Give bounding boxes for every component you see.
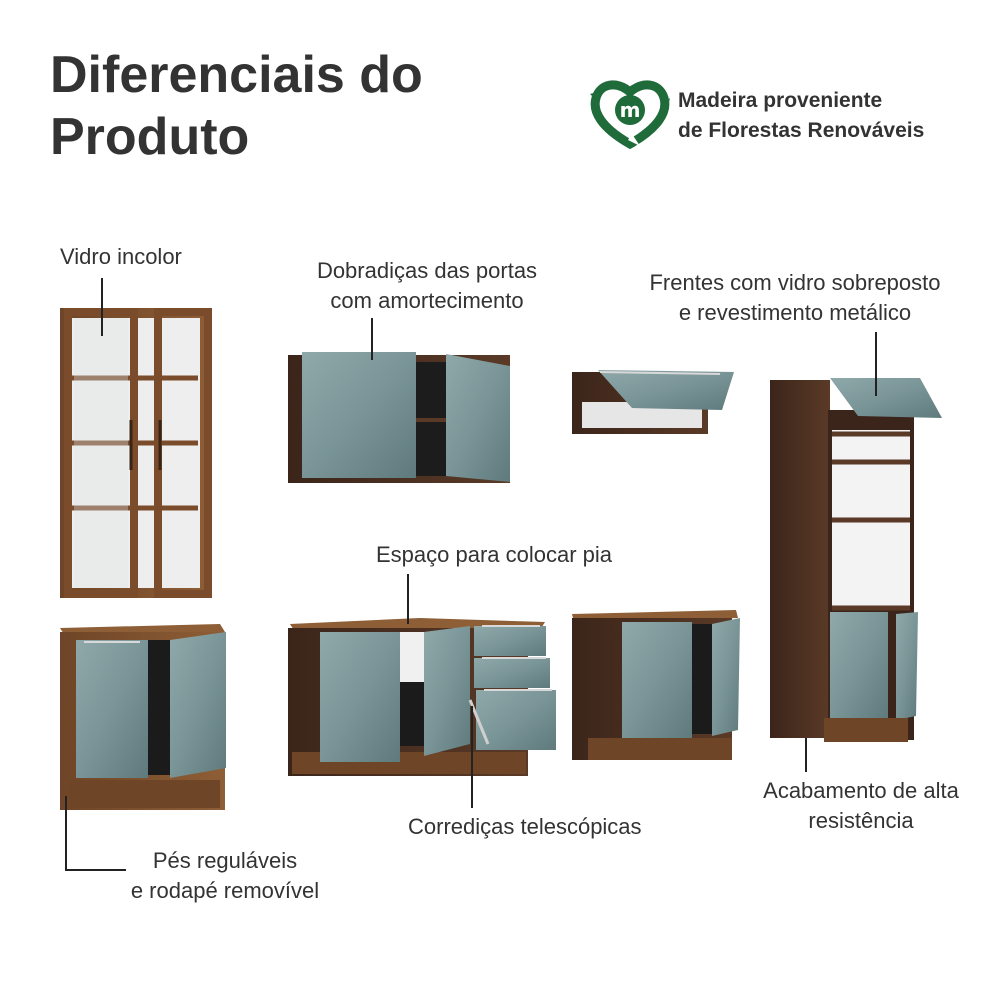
callout-sink-line-1: Espaço para colocar pia: [376, 542, 613, 567]
callout-hinges: Dobradiças das portas com amortecimento: [296, 256, 558, 316]
callout-fronts-line-2: e revestimento metálico: [678, 300, 912, 325]
sustainability-badge: m Madeira proveniente de Florestas Renov…: [588, 72, 968, 152]
callout-lines: [65, 278, 877, 871]
callout-hinges-line-1: Dobradiças das portas: [316, 258, 538, 283]
callout-fronts: Frentes com vidro sobreposto e revestime…: [640, 268, 950, 328]
callout-slides-line-1: Corrediças telescópicas: [408, 814, 642, 839]
badge-line-2: de Florestas Renováveis: [678, 119, 925, 142]
callout-feet: Pés reguláveis e rodapé removível: [112, 846, 338, 906]
page-title: Diferenciais do Produto: [50, 44, 423, 168]
base-cabinet-right: [572, 610, 740, 760]
callout-fronts-line-1: Frentes com vidro sobreposto: [649, 270, 941, 295]
base-cabinet-left: [60, 624, 226, 810]
callout-feet-line-2: e rodapé removível: [130, 878, 320, 903]
callout-glass: Vidro incolor: [60, 242, 182, 272]
sink-base-cabinet: [288, 618, 556, 776]
recycle-leaf-icon: m: [590, 80, 670, 150]
callout-finish-line-2: resistência: [808, 808, 914, 833]
tall-pantry-cabinet: [770, 378, 942, 742]
badge-line-1: Madeira proveniente: [678, 89, 883, 112]
callout-hinges-line-2: com amortecimento: [330, 288, 524, 313]
callout-glass-line-1: Vidro incolor: [60, 244, 182, 269]
badge-letter: m: [620, 98, 641, 122]
badge-text: Madeira proveniente de Florestas Renováv…: [678, 86, 924, 146]
glass-display-cabinet: [60, 308, 212, 598]
callout-sink: Espaço para colocar pia: [376, 540, 612, 570]
callout-finish-line-1: Acabamento de alta: [763, 778, 959, 803]
page-title-line-1: Diferenciais do: [50, 46, 423, 104]
callout-feet-line-1: Pés reguláveis: [152, 848, 298, 873]
page-title-line-2: Produto: [50, 108, 250, 166]
callout-finish: Acabamento de alta resistência: [748, 776, 974, 836]
callout-slides: Corrediças telescópicas: [408, 812, 642, 842]
wall-cabinet-lift-up: [572, 370, 734, 434]
wall-cabinet-hinged: [288, 352, 510, 483]
